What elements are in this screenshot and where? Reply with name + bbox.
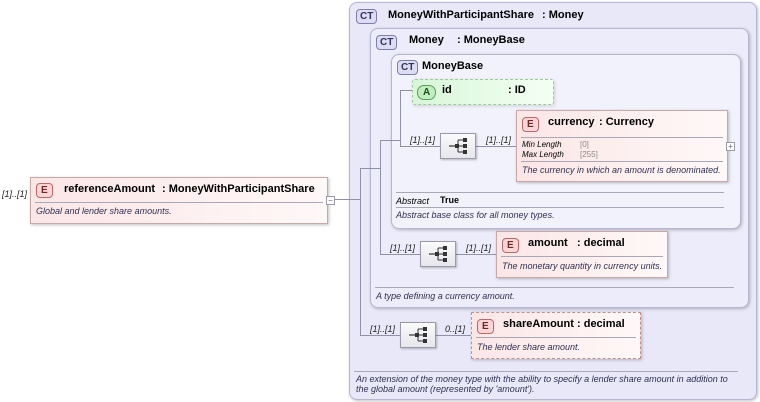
connector: [432, 335, 472, 336]
divider: [476, 337, 636, 338]
complex-type-name: MoneyWithParticipantShare: [388, 9, 534, 21]
expand-toggle[interactable]: +: [726, 142, 735, 151]
facet-label: Min Length: [522, 140, 562, 149]
complex-type-badge: CT: [376, 35, 398, 50]
facet-label: Max Length: [522, 150, 564, 159]
sequence-compositor[interactable]: [440, 133, 476, 159]
facet-value: [0]: [580, 140, 589, 149]
complex-type-badge: CT: [356, 9, 378, 24]
element-type: : decimal: [577, 318, 625, 330]
divider: [396, 207, 724, 208]
connector: [473, 146, 516, 147]
element-name: referenceAmount: [64, 183, 156, 195]
divider: [375, 287, 734, 288]
attribute-id[interactable]: A id : ID: [412, 79, 554, 105]
sequence-compositor[interactable]: [400, 322, 436, 348]
collapse-toggle[interactable]: −: [326, 196, 335, 205]
abstract-label: Abstract: [396, 196, 430, 206]
divider: [354, 371, 738, 372]
complex-type-base: : Money: [542, 9, 584, 21]
occurrence-label: 0..[1]: [445, 324, 466, 334]
element-reference-amount[interactable]: E referenceAmount : MoneyWithParticipant…: [30, 177, 328, 224]
element-description: The monetary quantity in currency units.: [502, 261, 663, 271]
sequence-compositor[interactable]: [420, 241, 456, 267]
complex-type-description: A type defining a currency amount.: [376, 291, 515, 301]
connector: [360, 168, 380, 169]
complex-type-name: Money: [409, 34, 444, 46]
element-type: : Currency: [599, 116, 655, 128]
connector: [380, 140, 381, 255]
divider: [521, 137, 723, 138]
connector: [400, 90, 414, 91]
occurrence-label: [1]..[1]: [2, 189, 28, 199]
element-badge: E: [502, 238, 519, 253]
divider: [396, 192, 724, 193]
element-name: currency: [548, 116, 595, 128]
complex-type-description: Abstract base class for all money types.: [396, 210, 555, 220]
connector: [360, 168, 361, 336]
occurrence-label: [1]..[1]: [370, 324, 396, 334]
attribute-name: id: [442, 84, 452, 96]
element-badge: E: [36, 183, 53, 198]
connector: [334, 199, 360, 200]
complex-type-badge: CT: [397, 60, 419, 75]
element-badge: E: [477, 319, 494, 334]
connector: [380, 254, 420, 255]
divider: [35, 202, 323, 203]
element-type: : MoneyWithParticipantShare: [162, 183, 315, 195]
connector: [400, 146, 440, 147]
element-name: amount: [528, 237, 568, 249]
connector: [400, 90, 401, 146]
sequence-icon: [429, 246, 447, 262]
divider: [501, 256, 663, 257]
connector: [453, 254, 496, 255]
element-amount[interactable]: E amount : decimal The monetary quantity…: [496, 231, 668, 278]
connector: [380, 140, 400, 141]
attribute-badge: A: [417, 85, 437, 100]
element-badge: E: [522, 117, 539, 132]
abstract-value: True: [440, 195, 460, 205]
facet-value: [255]: [580, 150, 598, 159]
element-name: shareAmount: [503, 318, 574, 330]
element-currency[interactable]: E currency : Currency Min Length [0] Max…: [516, 110, 728, 182]
element-type: : decimal: [577, 237, 625, 249]
sequence-icon: [409, 327, 427, 343]
occurrence-label: [1]..[1]: [486, 135, 512, 145]
occurrence-label: [1]..[1]: [410, 135, 436, 145]
occurrence-label: [1]..[1]: [466, 243, 492, 253]
element-description: Global and lender share amounts.: [36, 206, 172, 216]
occurrence-label: [1]..[1]: [390, 243, 416, 253]
complex-type-base: : MoneyBase: [457, 34, 525, 46]
element-description: The currency in which an amount is denom…: [522, 165, 721, 175]
element-share-amount[interactable]: E shareAmount : decimal The lender share…: [471, 312, 641, 359]
attribute-type: : ID: [508, 84, 526, 96]
sequence-icon: [449, 138, 467, 154]
complex-type-name: MoneyBase: [422, 60, 484, 72]
complex-type-description: An extension of the money type with the …: [356, 374, 728, 394]
connector: [360, 335, 400, 336]
element-description: The lender share amount.: [477, 342, 581, 352]
divider: [521, 161, 723, 162]
